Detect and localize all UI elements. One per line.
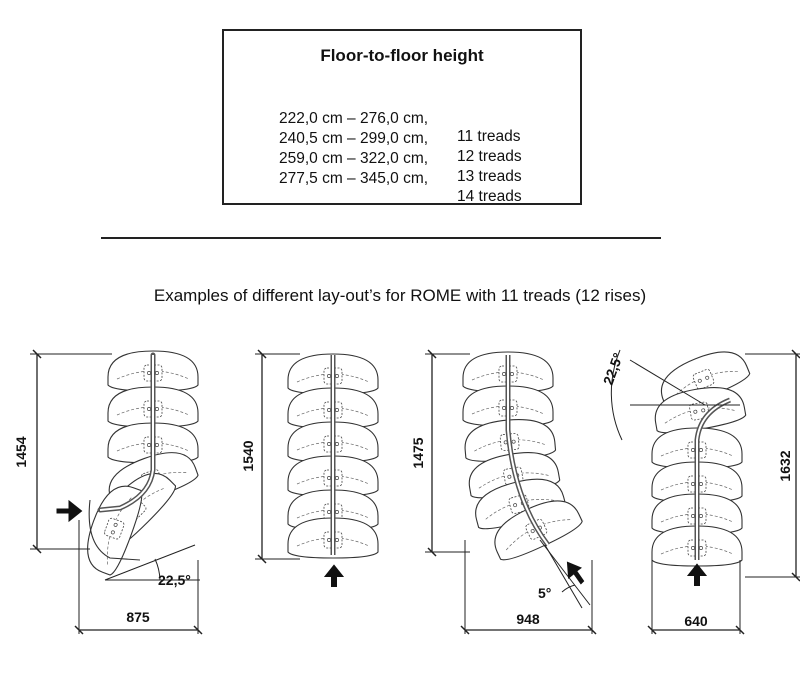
height-range: 259,0 cm – 322,0 cm, <box>279 150 429 167</box>
stair-treads <box>77 350 201 578</box>
height-row: 277,5 cm – 345,0 cm, 14 treads <box>224 152 580 224</box>
layout-4-width: 640 <box>684 613 708 629</box>
layout-3-height: 1475 <box>410 437 426 468</box>
height-range: 240,5 cm – 299,0 cm, <box>279 130 429 147</box>
layout-1-width: 875 <box>126 609 150 625</box>
height-range: 277,5 cm – 345,0 cm, <box>279 170 429 187</box>
layouts-heading: Examples of different lay-out’s for ROME… <box>153 286 647 305</box>
height-row: 240,5 cm – 299,0 cm, 12 treads <box>224 112 580 184</box>
tread-count: 14 treads <box>457 188 522 205</box>
height-row: 222,0 cm – 276,0 cm, 11 treads <box>224 92 580 164</box>
stair-treads <box>462 351 586 566</box>
layout-2-height: 1540 <box>240 440 256 471</box>
entry-arrow-icon <box>56 499 83 523</box>
layout-4-angle: 22,5° <box>600 351 626 387</box>
layout-1-drawing: 1454 875 22,5° <box>13 349 203 635</box>
entry-arrow-icon <box>686 563 708 586</box>
height-range: 222,0 cm – 276,0 cm, <box>279 110 429 127</box>
entry-arrow-icon <box>566 561 585 585</box>
layout-2-drawing: 1540 <box>240 349 379 587</box>
layout-3-width: 948 <box>516 611 540 627</box>
tread-count: 11 treads <box>457 128 521 145</box>
layout-1-angle: 22,5° <box>158 572 191 588</box>
tread-count: 13 treads <box>457 168 522 185</box>
entry-arrow-icon <box>323 564 345 587</box>
divider <box>101 237 661 239</box>
floor-height-box: Floor-to-floor height 222,0 cm – 276,0 c… <box>222 29 582 205</box>
box-title: Floor-to-floor height <box>320 46 484 65</box>
stair-treads <box>650 341 753 567</box>
layout-3-angle: 5° <box>538 585 551 601</box>
layout-3-drawing: 1475 948 5° <box>410 349 597 635</box>
layout-4-height: 1632 <box>777 450 793 481</box>
layout-4-drawing: 1632 640 22,5° <box>600 341 800 635</box>
tread-count: 12 treads <box>457 148 522 165</box>
layout-1-height: 1454 <box>13 436 29 467</box>
height-row: 259,0 cm – 322,0 cm, 13 treads <box>224 132 580 204</box>
